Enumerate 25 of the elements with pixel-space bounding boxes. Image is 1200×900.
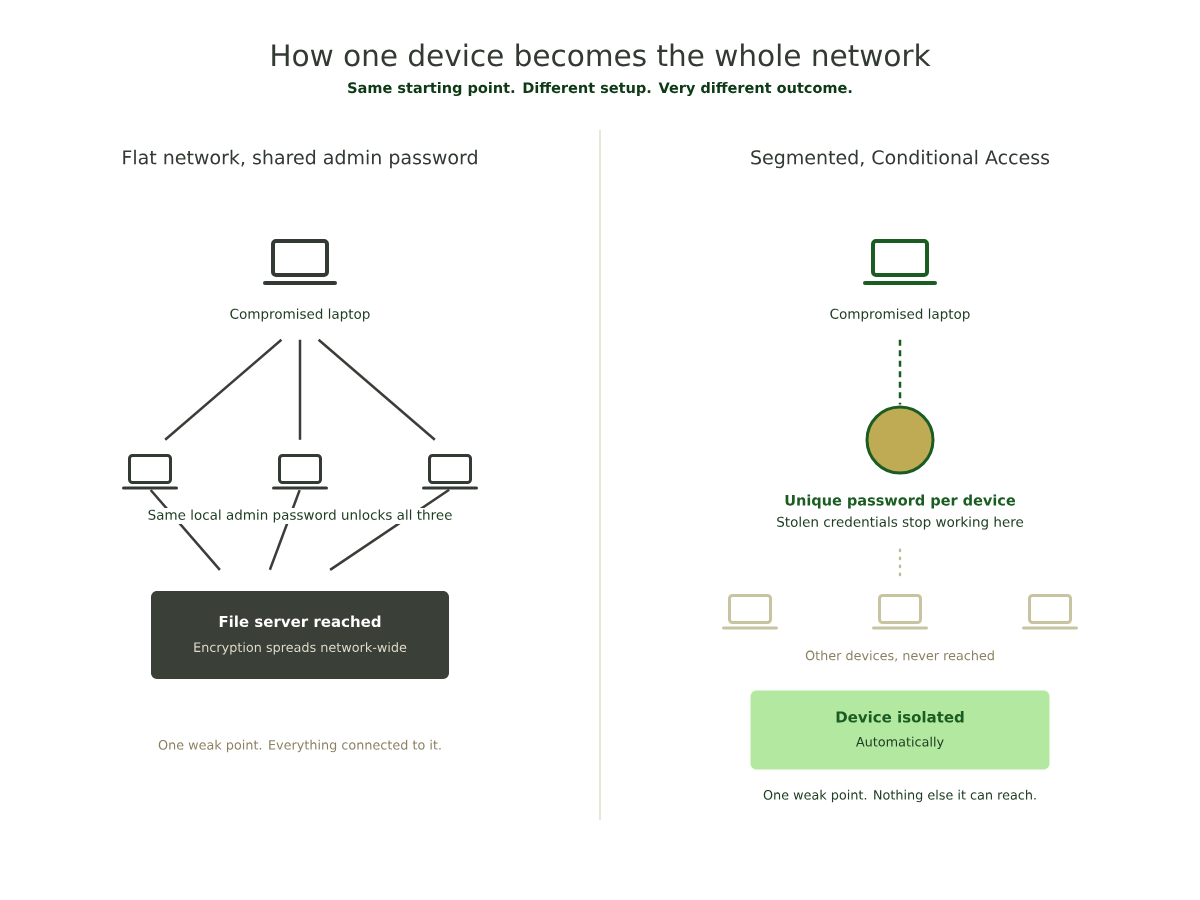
note-text: One weak point. Nothing else it can reach. — [763, 789, 1036, 803]
laptop-icon — [422, 454, 478, 490]
node-caption: Compromised laptop — [230, 308, 370, 322]
laptop-icon — [722, 594, 778, 630]
laptop-icon — [122, 454, 178, 490]
note-text: Same local admin password unlocks all three — [146, 507, 454, 525]
circle-node — [865, 405, 935, 475]
laptop-icon — [272, 454, 328, 490]
note-text: One weak point. Everything connected to it. — [158, 739, 441, 753]
connector-line — [317, 338, 436, 441]
column-heading: Segmented, Conditional Access — [751, 149, 1050, 169]
node-caption: Compromised laptop — [830, 308, 970, 322]
laptop-icon — [872, 594, 928, 630]
connector-line — [164, 338, 283, 441]
dashed-line — [898, 339, 902, 405]
dotted-line — [898, 548, 902, 578]
status-box: Device isolated Automatically — [750, 690, 1050, 770]
note-text: Other devices, never reached — [805, 650, 994, 662]
node-caption: Unique password per device Stolen credentials stop working here — [777, 494, 1024, 530]
subtitle: Same starting point. Different setup. Very different outcome. — [348, 81, 852, 97]
column-heading: Flat network, shared admin password — [123, 149, 477, 169]
title: How one device becomes the whole network — [272, 43, 931, 67]
status-box: File server reached Encryption spreads network-wide — [151, 591, 449, 679]
laptop-icon — [1022, 594, 1078, 630]
connector-line — [298, 339, 302, 440]
